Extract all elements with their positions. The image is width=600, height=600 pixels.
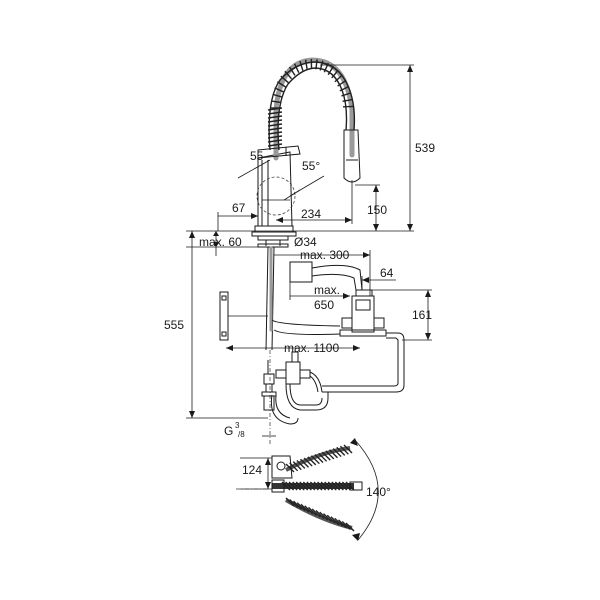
dim-67: 67 xyxy=(232,201,246,215)
valve-block xyxy=(339,289,387,337)
dim-150: 150 xyxy=(367,203,387,217)
dim-64: 64 xyxy=(380,266,394,280)
lever-handle xyxy=(257,145,301,159)
faucet-elevation xyxy=(237,57,361,248)
dim-161: 161 xyxy=(412,308,432,322)
plan-body xyxy=(271,455,293,479)
dim-angle-55-left: 55 xyxy=(250,149,264,163)
dim-234: 234 xyxy=(301,207,321,221)
plan-view: 140° 124 xyxy=(236,438,391,541)
dim-hole-34: Ø34 xyxy=(294,235,317,249)
dim-max-300: max. 300 xyxy=(300,248,350,262)
dim-124: 124 xyxy=(242,463,262,477)
dim-thread-den: /8 xyxy=(238,430,245,439)
dim-555: 555 xyxy=(164,318,184,332)
dimensions-upper: 539 150 234 67 55 55° xyxy=(217,64,435,231)
dim-539: 539 xyxy=(415,141,435,155)
dim-swivel-140: 140° xyxy=(366,485,391,499)
dim-max-650: 650 xyxy=(314,298,334,312)
dim-max-60: max. 60 xyxy=(199,235,242,249)
dim-max-label: max. xyxy=(314,283,340,297)
dim-angle-55-right: 55° xyxy=(302,159,320,173)
spray-head xyxy=(343,129,361,183)
wall-bracket xyxy=(219,291,229,341)
under-counter-assembly xyxy=(219,246,405,445)
angle-valve xyxy=(275,351,323,393)
dim-thread-num: 3 xyxy=(235,421,240,430)
coil-spring xyxy=(267,58,356,151)
dim-thread-g: G xyxy=(224,424,233,438)
dimensions-lower: max. 60 Ø34 555 max. 300 max. 650 64 161 xyxy=(164,231,432,439)
